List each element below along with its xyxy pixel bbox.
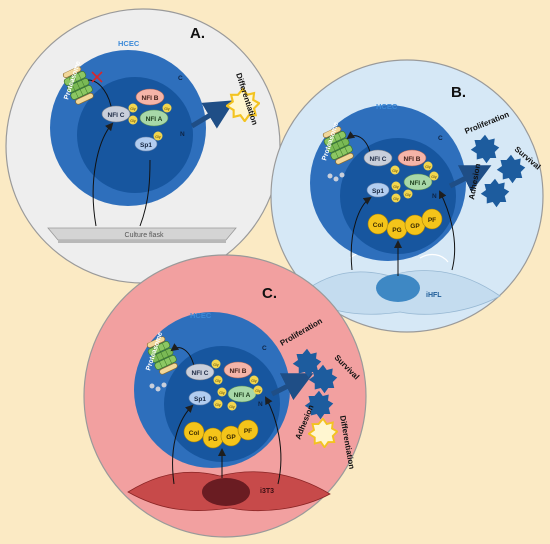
panel-c-nfi-c: NFI C: [185, 363, 215, 381]
panel-b: B. iHFL HCEC C N Proteasome NFI C: [270, 59, 544, 333]
panel-a-c-label: C: [178, 75, 183, 82]
svg-text:Gly: Gly: [229, 405, 235, 409]
svg-text:Sp1: Sp1: [194, 396, 206, 403]
panel-a-sp1: Sp1: [134, 136, 158, 152]
panel-c-feeder-label: i3T3: [260, 488, 274, 495]
svg-text:NFI C: NFI C: [108, 112, 125, 119]
svg-text:Sp1: Sp1: [140, 142, 152, 149]
svg-text:Gly: Gly: [392, 169, 398, 173]
panel-a-hcec-label: HCEC: [118, 39, 140, 48]
panel-c-n-label: N: [258, 401, 263, 408]
panel-c: C. i3T3 HCEC C N Proteasome NFI C: [83, 254, 367, 538]
svg-text:NFI C: NFI C: [370, 156, 387, 163]
svg-text:Gly: Gly: [155, 135, 161, 139]
panel-b-letter: B.: [451, 84, 466, 101]
svg-text:Gly: Gly: [215, 379, 221, 383]
panel-b-sp1: Sp1: [366, 182, 390, 198]
panel-a-nfi-b: NFI B: [135, 88, 165, 106]
panel-c-hcec-label: HCEC: [190, 311, 212, 320]
panel-a-nfi-a: NFI A: [139, 109, 169, 127]
svg-text:Gly: Gly: [130, 107, 136, 111]
panel-c-sp1: Sp1: [188, 390, 212, 406]
panel-c-nfi-b: NFI B: [223, 361, 253, 379]
svg-text:Gly: Gly: [425, 165, 431, 169]
svg-text:GP: GP: [226, 434, 236, 441]
svg-text:NFI B: NFI B: [230, 368, 247, 375]
svg-text:Gly: Gly: [431, 175, 437, 179]
svg-text:GP: GP: [410, 223, 420, 230]
svg-text:PG: PG: [208, 436, 217, 443]
panel-b-c-label: C: [438, 135, 443, 142]
panel-a-letter: A.: [190, 25, 205, 42]
svg-text:Gly: Gly: [405, 193, 411, 197]
panel-c-nfi-a: NFI A: [227, 385, 257, 403]
panel-b-output-arrow: [448, 165, 492, 193]
panel-c-gly-tags: Gly Gly Gly Gly Gly Gly Gly: [211, 359, 263, 411]
panel-a-n-label: N: [180, 131, 185, 138]
svg-text:Gly: Gly: [251, 379, 257, 383]
panel-a-output-arrow: [190, 100, 235, 129]
panel-b-nfi-c: NFI C: [363, 149, 393, 167]
svg-text:Gly: Gly: [164, 107, 170, 111]
svg-text:Gly: Gly: [255, 389, 261, 393]
svg-text:NFI C: NFI C: [192, 370, 209, 377]
svg-text:NFI B: NFI B: [404, 156, 421, 163]
panel-a-gly-tags: Gly Gly Gly Gly: [128, 103, 172, 141]
svg-text:Col: Col: [373, 222, 384, 229]
svg-text:Sp1: Sp1: [372, 188, 384, 195]
panel-b-feeder-label: iHFL: [426, 292, 442, 299]
panel-b-nfi-b: NFI B: [397, 149, 427, 167]
svg-text:Gly: Gly: [130, 119, 136, 123]
svg-text:NFI A: NFI A: [234, 392, 251, 399]
culture-flask: Culture flask: [47, 227, 237, 243]
panel-c-letter: C.: [262, 285, 277, 302]
panel-b-n-label: N: [432, 193, 437, 200]
svg-text:PF: PF: [428, 217, 436, 224]
panel-c-output-arrow: [270, 373, 314, 401]
panel-b-factor-pf: PF: [421, 208, 443, 230]
svg-text:NFI A: NFI A: [146, 116, 163, 123]
svg-text:Gly: Gly: [213, 363, 219, 367]
panel-c-feeder-cell: i3T3: [127, 471, 331, 512]
svg-text:NFI A: NFI A: [410, 180, 427, 187]
panel-b-gly-tags: Gly Gly Gly Gly Gly Gly: [390, 161, 439, 203]
panel-b-hcec-label: HCEC: [376, 102, 398, 111]
panel-c-c-label: C: [262, 345, 267, 352]
svg-text:NFI B: NFI B: [142, 95, 159, 102]
svg-text:Gly: Gly: [393, 197, 399, 201]
panel-b-feeder-cell: iHFL: [297, 252, 501, 315]
svg-text:Gly: Gly: [219, 391, 225, 395]
panel-c-factor-pg: PG: [202, 427, 224, 449]
panel-b-factor-col: Col: [367, 213, 389, 235]
svg-text:Gly: Gly: [215, 403, 221, 407]
panel-c-factor-pf: PF: [237, 419, 259, 441]
svg-text:PG: PG: [392, 227, 401, 234]
panel-b-factor-pg: PG: [386, 218, 408, 240]
culture-flask-label: Culture flask: [125, 232, 164, 239]
panel-c-factor-col: Col: [183, 421, 205, 443]
panel-b-factor-gp: GP: [404, 214, 426, 236]
svg-text:PF: PF: [244, 428, 252, 435]
panel-a-nfi-c: NFI C: [101, 105, 131, 123]
svg-text:Gly: Gly: [393, 185, 399, 189]
panel-b-nfi-a: NFI A: [403, 173, 433, 191]
panel-a-block-icon: [91, 71, 103, 83]
panel-a: A. Culture flask HCEC C N Proteasome NFI…: [5, 8, 281, 284]
svg-text:Col: Col: [189, 430, 200, 437]
